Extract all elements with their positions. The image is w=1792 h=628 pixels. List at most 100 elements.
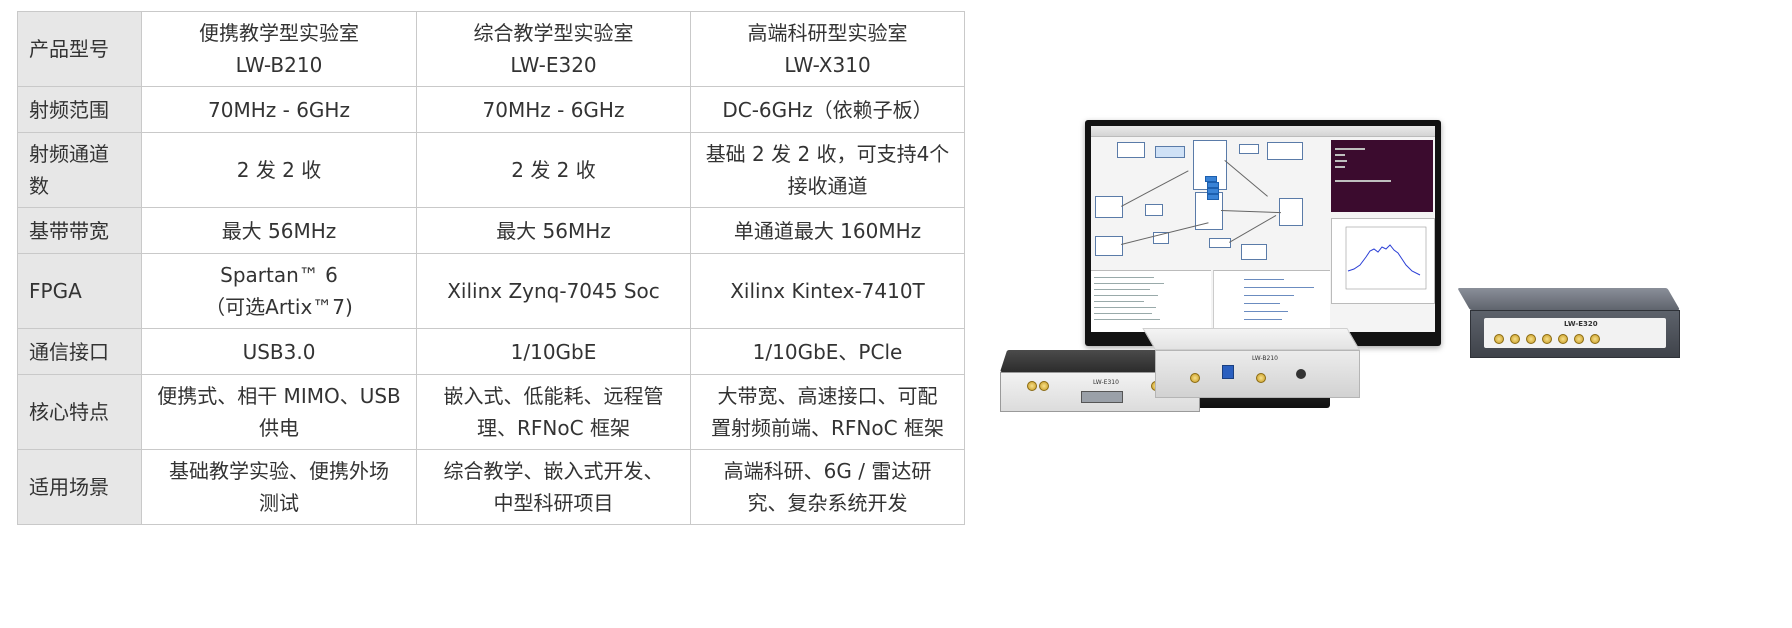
flow-block	[1117, 142, 1145, 158]
table-row-scenarios: 适用场景 基础教学实验、便携外场 测试 综合教学、嵌入式开发、 中型科研项目 高…	[17, 449, 965, 525]
cell-line: 高端科研、6G / 雷达研	[723, 459, 932, 483]
terminal-window	[1331, 140, 1433, 212]
table-cell: 70MHz - 6GHz	[416, 86, 691, 133]
sma-connector-icon	[1574, 334, 1584, 344]
sma-connector-icon	[1590, 334, 1600, 344]
cell-line: 基础 2 发 2 收，可支持4个	[705, 142, 950, 166]
row-label: 产品型号	[17, 11, 142, 87]
power-jack-icon	[1296, 369, 1306, 379]
model-cell: 综合教学型实验室 LW-E320	[416, 11, 691, 87]
table-cell: 1/10GbE	[416, 328, 691, 375]
sma-connector-icon	[1039, 381, 1049, 391]
table-cell: 便携式、相干 MIMO、USB 供电	[141, 374, 417, 450]
cell-line: 中型科研项目	[493, 491, 614, 515]
table-cell: DC-6GHz（依赖子板）	[690, 86, 965, 133]
table-cell: Xilinx Zynq-7045 Soc	[416, 253, 691, 329]
cell-line: 综合教学、嵌入式开发、	[443, 459, 664, 483]
terminal-line	[1335, 154, 1345, 156]
monitor-screen	[1091, 126, 1435, 332]
model-cell: 便携教学型实验室 LW-B210	[141, 11, 417, 87]
spectrum-plot-svg	[1345, 226, 1427, 290]
model-name: 高端科研型实验室	[747, 21, 908, 45]
table-cell: 最大 56MHz	[416, 207, 691, 254]
flow-block	[1205, 176, 1217, 182]
flow-block	[1207, 182, 1219, 188]
flow-wire	[1121, 170, 1189, 207]
table-cell: 嵌入式、低能耗、远程管 理、RFNoC 框架	[416, 374, 691, 450]
db-port-icon	[1081, 391, 1123, 403]
table-row-bandwidth: 基带带宽 最大 56MHz 最大 56MHz 单通道最大 160MHz	[17, 207, 965, 254]
sma-connector-icon	[1494, 334, 1504, 344]
terminal-line	[1335, 160, 1347, 162]
table-cell: 基础教学实验、便携外场 测试	[141, 449, 417, 525]
cell-line: 大带宽、高速接口、可配	[717, 384, 938, 408]
row-label: 射频通道 数	[17, 132, 142, 208]
device-label: LW-E320	[1564, 320, 1598, 328]
device-front-panel: LW-B210	[1155, 350, 1360, 398]
device-lw-e320: LW-E320	[1457, 288, 1680, 358]
model-name: 综合教学型实验室	[473, 21, 634, 45]
sma-connector-icon	[1027, 381, 1037, 391]
flow-block	[1155, 146, 1185, 158]
screen-toolbar	[1091, 126, 1435, 137]
flow-block	[1207, 194, 1219, 200]
table-row-model: 产品型号 便携教学型实验室 LW-B210 综合教学型实验室 LW-E320 高…	[17, 11, 965, 87]
row-label-line: 射频通道	[29, 142, 109, 166]
cell-line: Spartan™ 6	[220, 263, 338, 287]
usb-port-icon	[1222, 365, 1234, 379]
table-row-rf-channels: 射频通道 数 2 发 2 收 2 发 2 收 基础 2 发 2 收，可支持4个 …	[17, 132, 965, 208]
table-row-features: 核心特点 便携式、相干 MIMO、USB 供电 嵌入式、低能耗、远程管 理、RF…	[17, 374, 965, 450]
model-code: LW-E320	[510, 53, 597, 77]
flow-block	[1207, 188, 1219, 194]
cell-line: 基础教学实验、便携外场	[169, 459, 389, 483]
table-cell: 大带宽、高速接口、可配 置射频前端、RFNoC 框架	[690, 374, 965, 450]
sma-connector-icon	[1558, 334, 1568, 344]
sma-connector-icon	[1190, 373, 1200, 383]
flow-block	[1267, 142, 1303, 160]
cell-line: 理、RFNoC 框架	[477, 416, 630, 440]
model-name: 便携教学型实验室	[199, 21, 359, 45]
console-log	[1091, 270, 1211, 332]
flow-wire	[1224, 160, 1268, 197]
table-cell: USB3.0	[141, 328, 417, 375]
table-cell: 2 发 2 收	[141, 132, 417, 208]
cell-line: 置射频前端、RFNoC 框架	[711, 416, 944, 440]
device-lw-b210: LW-B210	[1142, 328, 1360, 398]
terminal-line	[1335, 166, 1345, 168]
terminal-line	[1335, 148, 1365, 150]
device-top	[1457, 288, 1680, 310]
flow-block	[1095, 196, 1123, 218]
table-cell: Spartan™ 6 （可选Artix™7)	[141, 253, 417, 329]
sma-connector-icon	[1526, 334, 1536, 344]
table-cell: Xilinx Kintex-7410T	[690, 253, 965, 329]
row-label: 核心特点	[17, 374, 142, 450]
flow-block	[1239, 144, 1259, 154]
spectrum-plot	[1331, 218, 1435, 304]
flow-wire	[1229, 215, 1277, 243]
table-cell: 最大 56MHz	[141, 207, 417, 254]
row-label: 基带带宽	[17, 207, 142, 254]
table-cell: 2 发 2 收	[416, 132, 691, 208]
cell-line: 便携式、相干 MIMO、USB	[157, 384, 401, 408]
terminal-line	[1335, 180, 1391, 182]
cell-line: （可选Artix™7)	[205, 295, 353, 319]
flow-block	[1145, 204, 1163, 216]
row-label-line: 数	[29, 174, 49, 198]
row-label: 通信接口	[17, 328, 142, 375]
table-cell: 综合教学、嵌入式开发、 中型科研项目	[416, 449, 691, 525]
cell-line: 测试	[259, 491, 299, 515]
flow-block	[1095, 236, 1123, 256]
spec-table: 产品型号 便携教学型实验室 LW-B210 综合教学型实验室 LW-E320 高…	[17, 11, 965, 525]
flowgraph-canvas	[1095, 140, 1325, 268]
table-cell: 高端科研、6G / 雷达研 究、复杂系统开发	[690, 449, 965, 525]
table-row-fpga: FPGA Spartan™ 6 （可选Artix™7) Xilinx Zynq-…	[17, 253, 965, 329]
flow-wire	[1220, 210, 1281, 214]
monitor	[1085, 120, 1441, 346]
device-label: LW-B210	[1252, 355, 1279, 362]
table-row-rf-range: 射频范围 70MHz - 6GHz 70MHz - 6GHz DC-6GHz（依…	[17, 86, 965, 133]
cell-line: 究、复杂系统开发	[747, 491, 908, 515]
model-cell: 高端科研型实验室 LW-X310	[690, 11, 965, 87]
cell-line: 接收通道	[787, 174, 868, 198]
row-label: 适用场景	[17, 449, 142, 525]
flow-block	[1209, 238, 1231, 248]
